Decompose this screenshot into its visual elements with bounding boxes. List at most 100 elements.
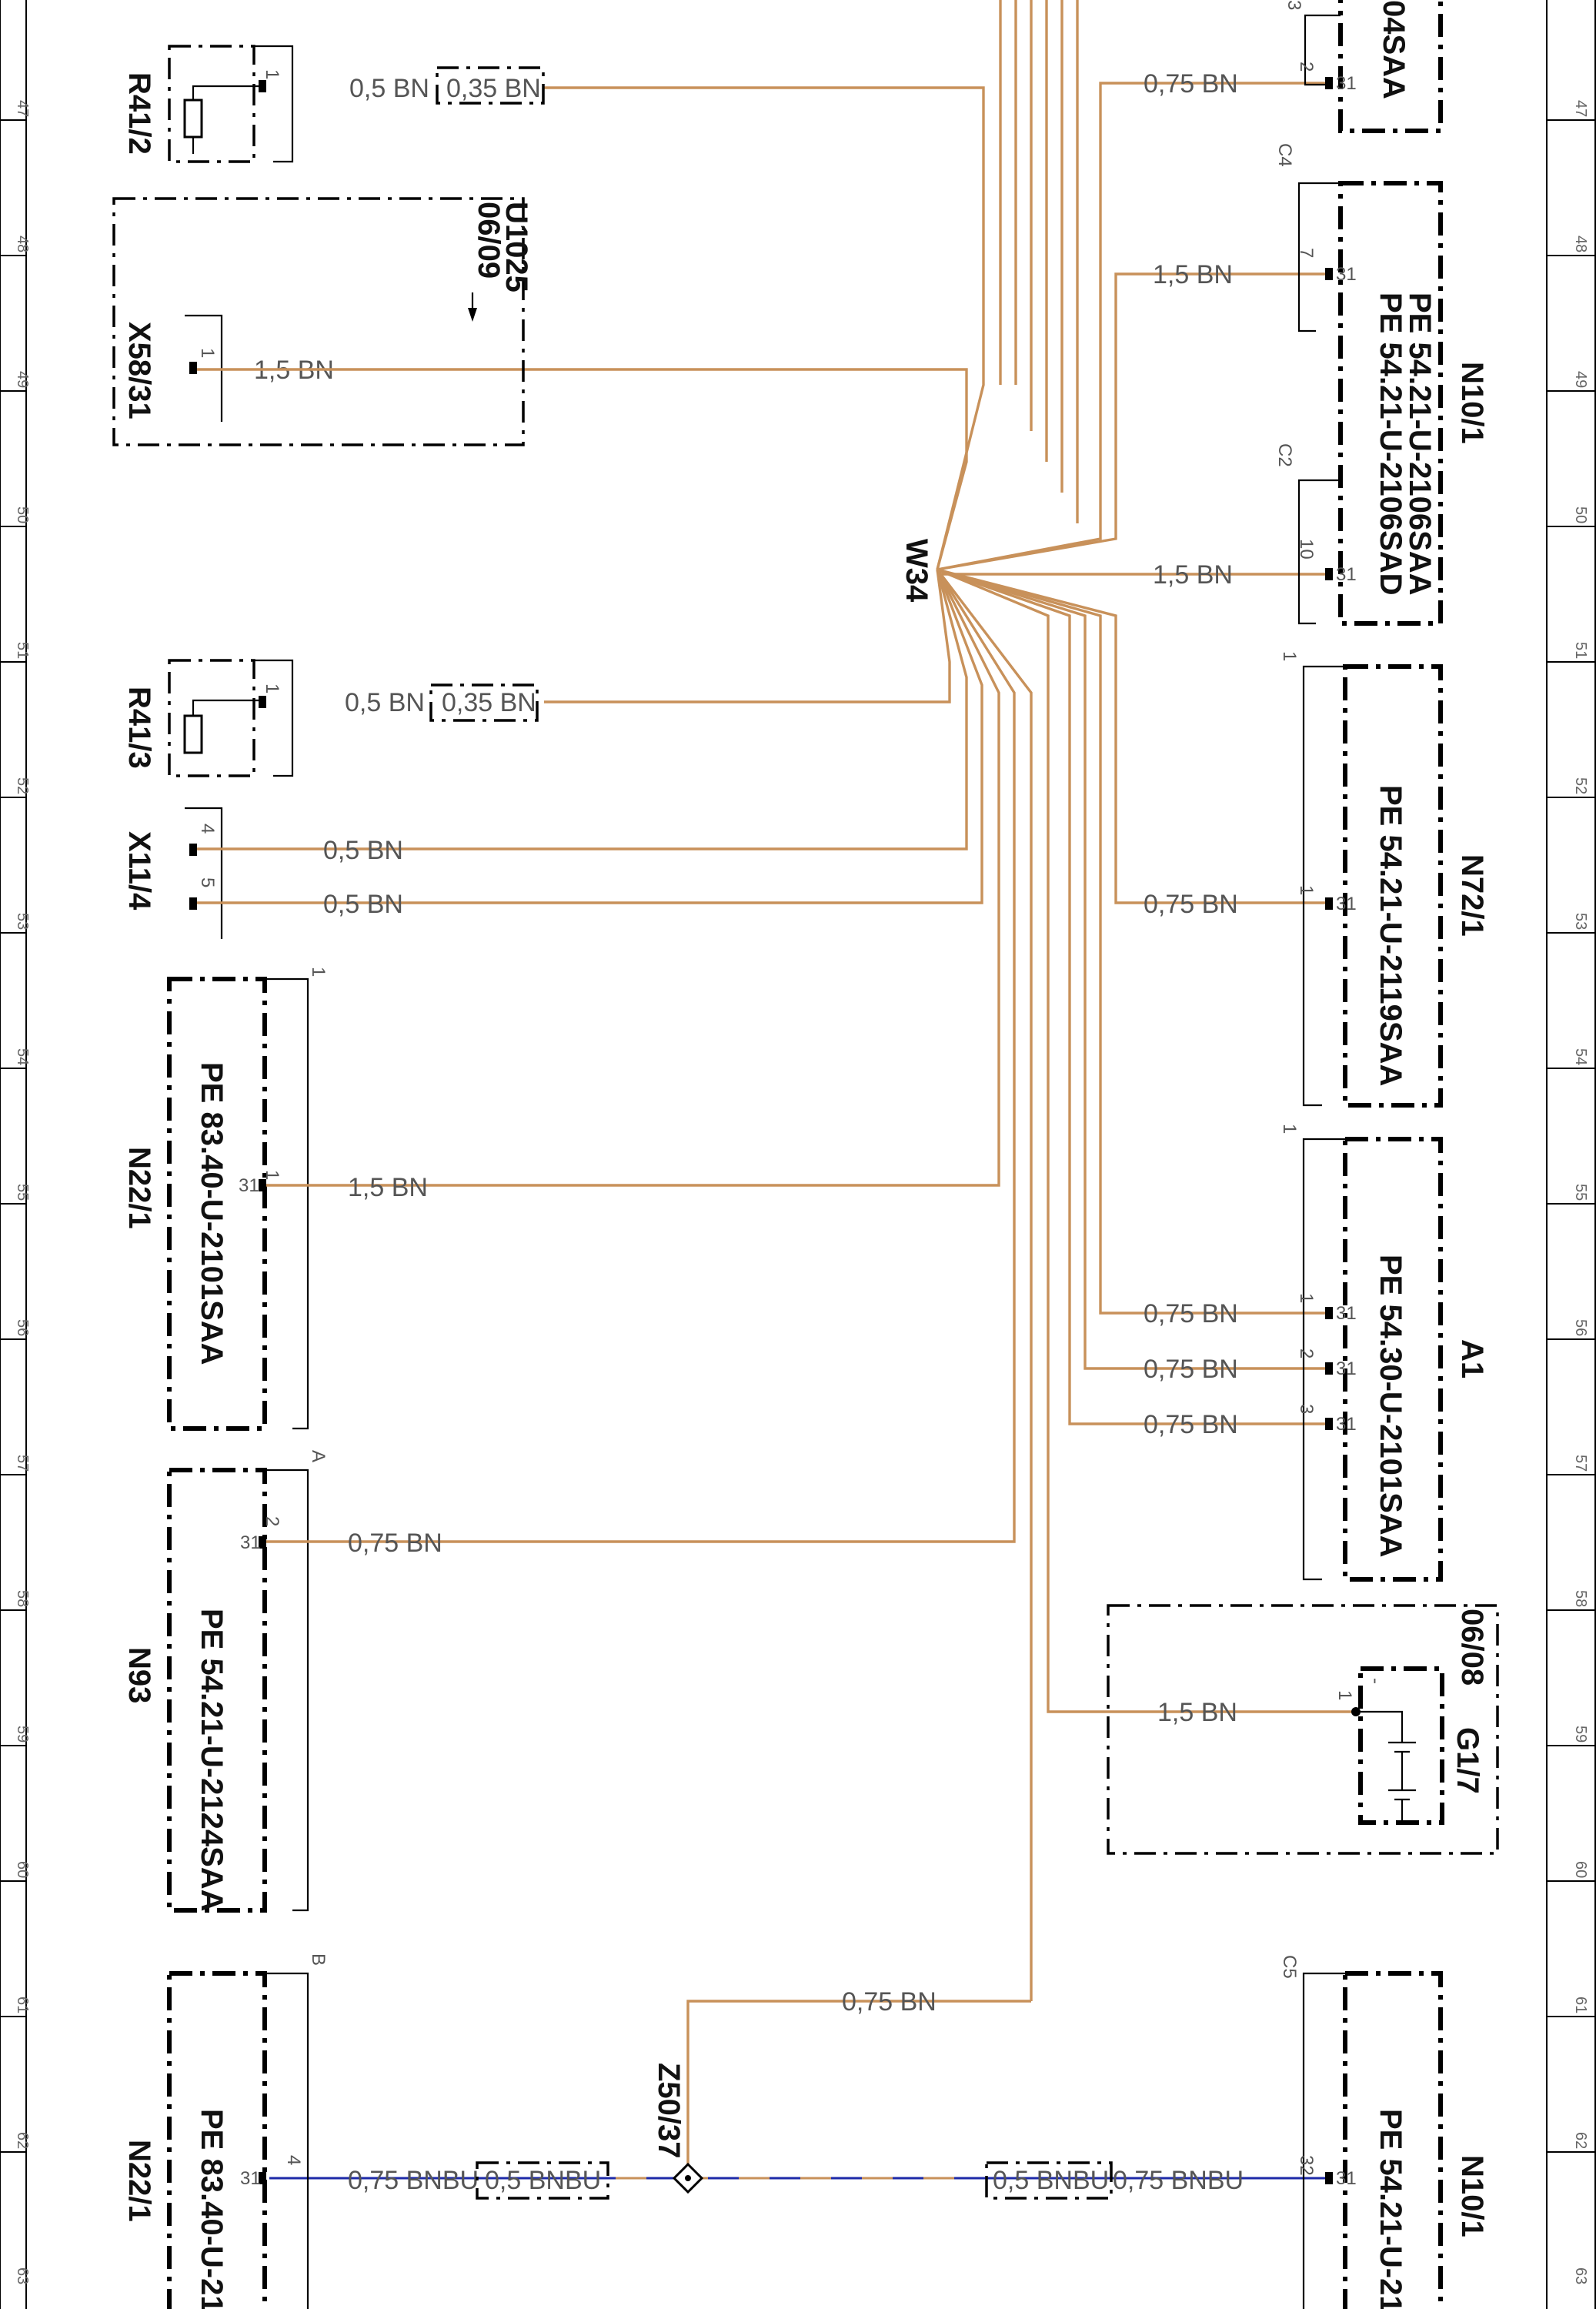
- n22-1-bottom: [167, 1971, 309, 2309]
- g1-7: [1351, 1666, 1444, 1825]
- n10-1-bottom-label: N10/1: [1455, 2155, 1489, 2237]
- a1-ground-3: 31: [1336, 1414, 1357, 1435]
- ruler-label: 53: [14, 913, 31, 930]
- a1-pin-3: 3: [1296, 1404, 1317, 1414]
- ruler-label: 49: [14, 371, 31, 388]
- ruler-label: 60: [14, 1861, 31, 1878]
- n10-1-conn2: C2: [1274, 443, 1295, 467]
- n72-1-pe: PE 54.21-U-2119SAA: [1374, 785, 1407, 1086]
- g1-7-label: G1/7: [1451, 1727, 1484, 1794]
- n93-conn: A: [308, 1450, 329, 1462]
- a1: [1302, 1137, 1443, 1582]
- ruler-label: 51: [14, 642, 31, 659]
- a1-wire-2: 0,75 BN: [1144, 1355, 1238, 1384]
- n10-1-wire2: 1,5 BN: [1153, 560, 1233, 590]
- n22-1-top-label: N22/1: [122, 1147, 156, 1229]
- n72-1-ground: 31: [1336, 894, 1357, 914]
- g1-7-wire: 1,5 BN: [1157, 1698, 1237, 1727]
- n93: [167, 1468, 442, 1913]
- ruler-label: 50: [1572, 506, 1589, 523]
- n93-label: N93: [122, 1647, 156, 1703]
- ruler-label: 58: [14, 1590, 31, 1607]
- r41-3-splice-wire: 0,35 BN: [442, 688, 536, 717]
- g1-7-polarity: -: [1365, 1678, 1386, 1684]
- x58-31-label: X58/31: [122, 322, 156, 419]
- ruler-label: 62: [14, 2132, 31, 2149]
- r41-2-pin: 1: [262, 69, 282, 79]
- n22-1-top: [167, 977, 427, 1431]
- ruler-label: 62: [1572, 2132, 1589, 2149]
- w34-label: W34: [900, 539, 933, 603]
- ruler-label: 55: [1572, 1184, 1589, 1201]
- ruler-label: 61: [14, 1997, 31, 2013]
- ruler-label: 57: [14, 1455, 31, 1472]
- n22-1-bottom-pin: 4: [283, 2155, 304, 2165]
- u1025-label: U1025: [499, 202, 533, 292]
- x11-4-pin-5: 5: [197, 877, 218, 887]
- n10-1-bottom-conn: C5: [1279, 1955, 1300, 1979]
- a1-pin-1: 1: [1296, 1293, 1317, 1303]
- n10-1-pe1: PE 54.21-U-2106SAA: [1403, 292, 1437, 596]
- g1-7-pin: 1: [1334, 1690, 1355, 1700]
- ruler-label: 53: [1572, 913, 1589, 930]
- n22-1-top-ground: 31: [239, 1175, 259, 1196]
- a1-pin-2: 2: [1296, 1348, 1317, 1358]
- r41-3-wire: 0,5 BN: [345, 688, 425, 717]
- z50-37-wire: 0,75 BN: [842, 1987, 937, 2017]
- n10-1-pin1: 7: [1296, 248, 1317, 258]
- g1-7-ref: 06/08: [1455, 1609, 1489, 1686]
- n10-1-label: N10/1: [1455, 362, 1489, 444]
- r41-3: [168, 659, 294, 777]
- n22-1-top-pe: PE 83.40-U-2101SAA: [195, 1062, 229, 1365]
- r41-3-pin: 1: [262, 683, 282, 693]
- ruler-label: 51: [1572, 642, 1589, 659]
- x58-31: [185, 314, 223, 422]
- top-right-pin: 2: [1296, 62, 1317, 72]
- n22-1-bottom-pe: PE 83.40-U-21: [195, 2109, 229, 2309]
- ruler-label: 54: [14, 1048, 31, 1065]
- a1-wire-3: 0,75 BN: [1144, 1410, 1238, 1439]
- top-right-conn: 3: [1284, 0, 1304, 10]
- x11-4-label: X11/4: [122, 831, 156, 911]
- ruler-label: 50: [14, 506, 31, 523]
- ruler-label: 63: [1572, 2267, 1589, 2284]
- n93-pin: 2: [262, 1516, 282, 1526]
- r41-3-label: R41/3: [122, 687, 156, 769]
- top-right-wire: 0,75 BN: [1144, 69, 1238, 99]
- ruler-label: 57: [1572, 1455, 1589, 1472]
- a1-ground-1: 31: [1336, 1303, 1357, 1324]
- n72-1-conn: 1: [1279, 651, 1300, 661]
- n93-ground: 31: [240, 1532, 261, 1553]
- top-right-component: [1304, 0, 1443, 133]
- ruler-label: 58: [1572, 1590, 1589, 1607]
- n10-1-bottom-pe: PE 54.21-U-210: [1374, 2109, 1407, 2309]
- ruler-label: 56: [14, 1319, 31, 1336]
- a1-ground-2: 31: [1336, 1358, 1357, 1379]
- n10-1-ground-2: 31: [1336, 564, 1357, 585]
- n22-1-bottom-splice-wire: 0,5 BNBU: [485, 2166, 601, 2195]
- n72-1-wire: 0,75 BN: [1144, 890, 1238, 919]
- n10-1-bottom-pin: 32: [1296, 2155, 1317, 2176]
- r41-2-label: R41/2: [122, 72, 156, 155]
- n10-1-pin2: 10: [1296, 539, 1317, 560]
- ruler-label: 52: [1572, 777, 1589, 794]
- u1025-ref: 06/09: [472, 202, 506, 279]
- g1-7-box: [1107, 1604, 1499, 1855]
- u1025-box: [112, 197, 525, 446]
- n22-1-bottom-conn: B: [308, 1953, 329, 1966]
- z50-37-label: Z50/37: [652, 2063, 686, 2159]
- ruler-label: 55: [14, 1184, 31, 1201]
- x58-31-pin: 1: [197, 348, 218, 358]
- ruler-label: 60: [1572, 1861, 1589, 1878]
- ruler-label: 56: [1572, 1319, 1589, 1336]
- w34-harness: [336, 0, 1356, 2178]
- ruler-label: 52: [14, 777, 31, 794]
- n72-1: [1302, 664, 1443, 1108]
- n10-1-bottom-wire: 0,75 BNBU: [1113, 2166, 1244, 2195]
- a1-pe: PE 54.30-U-2101SAA: [1374, 1255, 1407, 1558]
- ruler-label: 61: [1572, 1997, 1589, 2013]
- n22-1-bottom-wire: 0,75 BNBU: [348, 2166, 479, 2195]
- n22-1-top-conn: 1: [308, 967, 329, 977]
